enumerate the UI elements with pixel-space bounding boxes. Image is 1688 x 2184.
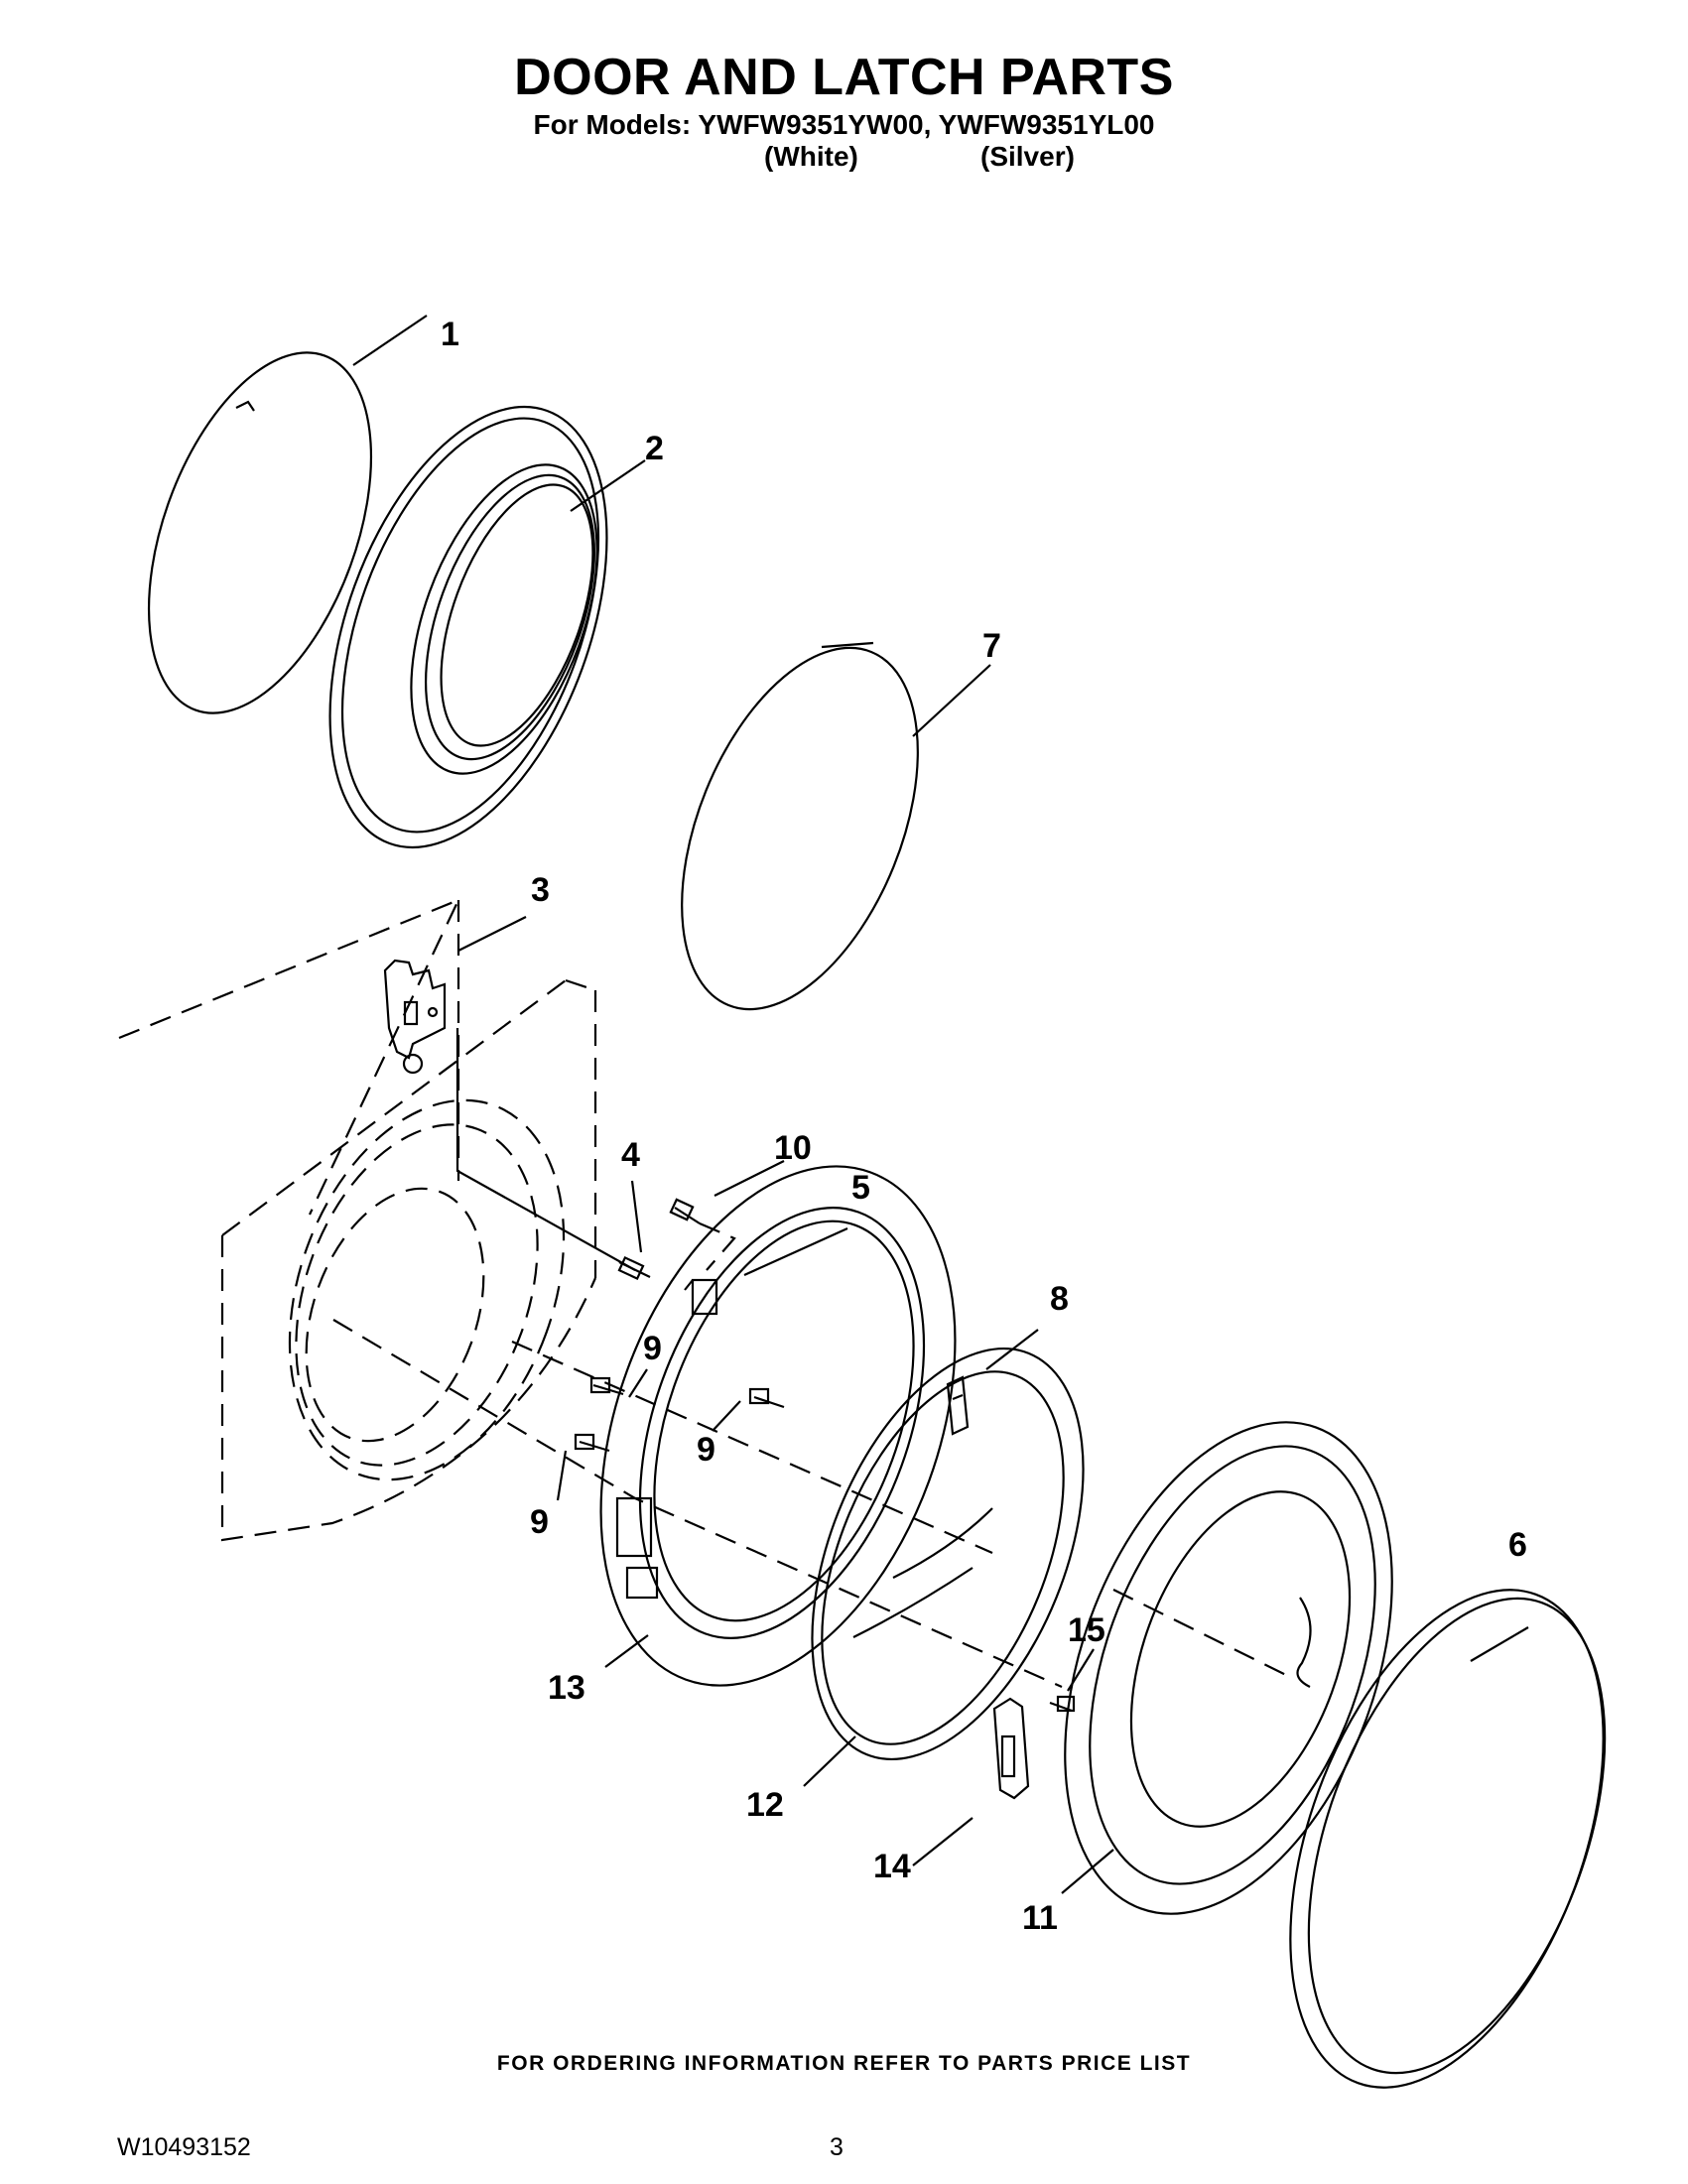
cabinet-front-panel [118, 897, 636, 1542]
callout-10: 10 [774, 1129, 812, 1167]
part-14-handle [992, 1697, 1030, 1800]
alignment-line-c [1112, 1589, 1291, 1678]
callout-6: 6 [1508, 1526, 1527, 1564]
callout-9a: 9 [643, 1330, 662, 1367]
variant-white: (White) [764, 141, 858, 172]
callout-11: 11 [1022, 1899, 1058, 1937]
page-title: DOOR AND LATCH PARTS [514, 49, 1174, 106]
alignment-line-d [699, 1221, 736, 1271]
part-3-door-lock [383, 959, 447, 1075]
callout-7: 7 [982, 627, 1001, 665]
document-number: W10493152 [117, 2133, 251, 2161]
alignment-line-b [511, 1340, 993, 1555]
part-5-strike [684, 1278, 718, 1316]
callout-1: 1 [441, 316, 459, 353]
callout-12: 12 [746, 1786, 784, 1824]
callout-2: 2 [645, 430, 664, 467]
callout-3: 3 [531, 871, 550, 909]
callout-15: 15 [1068, 1611, 1105, 1649]
part-2-bellows [328, 405, 608, 849]
part-13-inner-door [599, 1165, 957, 1687]
part-8-clip [946, 1375, 970, 1436]
callout-13: 13 [548, 1669, 585, 1707]
callout-5: 5 [851, 1169, 870, 1207]
page-number: 3 [830, 2133, 844, 2161]
leader-arrows [352, 315, 1529, 1894]
ordering-note: FOR ORDERING INFORMATION REFER TO PARTS … [496, 2052, 1192, 2075]
part-1-clamp-ring [147, 351, 373, 714]
alignment-line-a [332, 1319, 1063, 1689]
part-10-screw [669, 1198, 701, 1224]
callout-14: 14 [873, 1848, 911, 1885]
callout-9c: 9 [530, 1503, 549, 1541]
part-4-screw [617, 1255, 651, 1281]
variant-silver: (Silver) [980, 141, 1075, 172]
callout-4: 4 [621, 1136, 640, 1174]
part-7-spring-clamp [681, 641, 919, 1011]
part-12-door-glass [811, 1347, 1085, 1761]
part-11-outer-door [1064, 1421, 1393, 1915]
callout-8: 8 [1050, 1280, 1069, 1318]
callout-9b: 9 [697, 1431, 715, 1469]
part-6-door-trim [1289, 1589, 1607, 2089]
models-line: For Models: YWFW9351YW00, YWFW9351YL00 [533, 109, 1155, 140]
